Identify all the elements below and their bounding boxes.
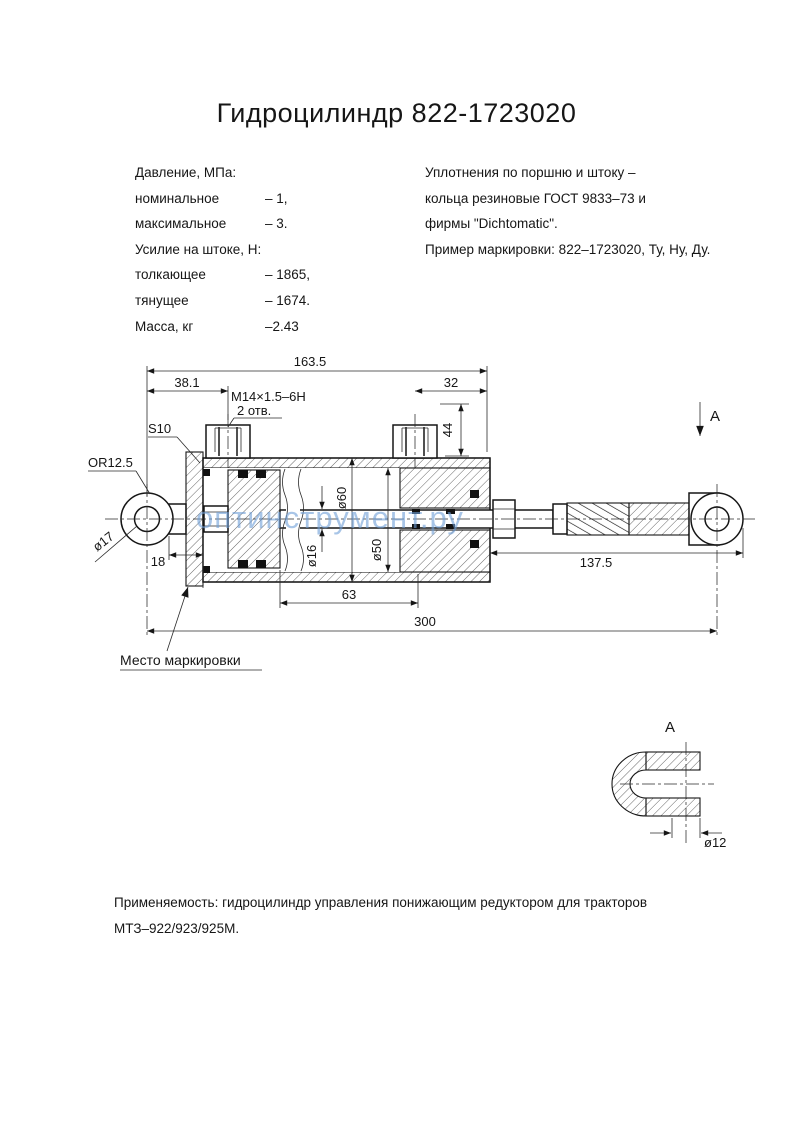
marking-arrow bbox=[166, 586, 189, 652]
dim-18: 18 bbox=[151, 554, 165, 569]
dim-barrel-od: ø60 bbox=[334, 487, 349, 509]
note-line-2: кольца резиновые ГОСТ 9833–73 и bbox=[425, 190, 646, 206]
dim-63: 63 bbox=[342, 587, 356, 602]
dim-bore-dia: ø50 bbox=[369, 539, 384, 561]
application-note: Применяемость: гидроцилиндр управления п… bbox=[114, 890, 714, 942]
dim-44: 44 bbox=[440, 423, 455, 437]
section-a-view: A ø12 bbox=[611, 719, 726, 850]
dim-overall-length: 163.5 bbox=[294, 354, 327, 369]
note-line-4: Пример маркировки: 822–1723020, Ту, Ну, … bbox=[425, 241, 711, 257]
spec-mass: Масса, кг–2.43 bbox=[135, 318, 299, 334]
dim-pin-hole: ø12 bbox=[704, 835, 726, 850]
clevis-section-bottom-prong bbox=[645, 797, 701, 817]
dim-rod-end-length: 137.5 bbox=[580, 555, 613, 570]
spec-max: максимальное– 3. bbox=[135, 216, 288, 232]
dim-total-length: 300 bbox=[414, 614, 436, 629]
label-thread-spec: M14×1.5–6H bbox=[231, 389, 306, 404]
note-line-1: Уплотнения по поршню и штоку – bbox=[425, 165, 636, 180]
dim-front-port: 32 bbox=[444, 375, 458, 390]
barrel-bottom-wall bbox=[202, 571, 491, 583]
spec-pressure-header: Давление, МПа: bbox=[135, 165, 237, 180]
note-line-3: фирмы "Dichtomatic". bbox=[425, 216, 558, 232]
application-line-1: Применяемость: гидроцилиндр управления п… bbox=[114, 895, 648, 910]
front-head bbox=[399, 467, 491, 573]
spec-force-header: Усилие на штоке, Н: bbox=[135, 241, 262, 257]
clevis-section-top-prong bbox=[645, 751, 701, 771]
spec-nominal: номинальное– 1, bbox=[135, 190, 288, 206]
spec-pull: тянущее– 1674. bbox=[135, 292, 311, 308]
marking-note-label: Место маркировки bbox=[120, 652, 241, 668]
label-thread-qty: 2 отв. bbox=[237, 403, 271, 418]
dim-rod-dia: ø16 bbox=[304, 545, 319, 567]
spec-push: толкающее– 1865, bbox=[135, 267, 311, 283]
label-s10: S10 bbox=[148, 421, 171, 436]
barrel-top-wall bbox=[202, 457, 491, 469]
drawing-title: Гидроцилиндр 822-1723020 bbox=[216, 98, 577, 128]
break-lines bbox=[282, 468, 304, 572]
spec-block: Давление, МПа: номинальное– 1, максималь… bbox=[135, 160, 415, 339]
dim-port-offset: 38.1 bbox=[174, 375, 199, 390]
section-view-label: A bbox=[665, 719, 675, 736]
application-line-2: МТЗ–922/923/925М. bbox=[114, 921, 240, 936]
section-arrow-label: A bbox=[710, 408, 720, 425]
dim-eye-hole: ø17 bbox=[90, 529, 117, 555]
seal-notes: Уплотнения по поршню и штоку – кольца ре… bbox=[425, 160, 755, 262]
centerlines bbox=[105, 414, 755, 638]
label-or125: OR12.5 bbox=[88, 455, 133, 470]
